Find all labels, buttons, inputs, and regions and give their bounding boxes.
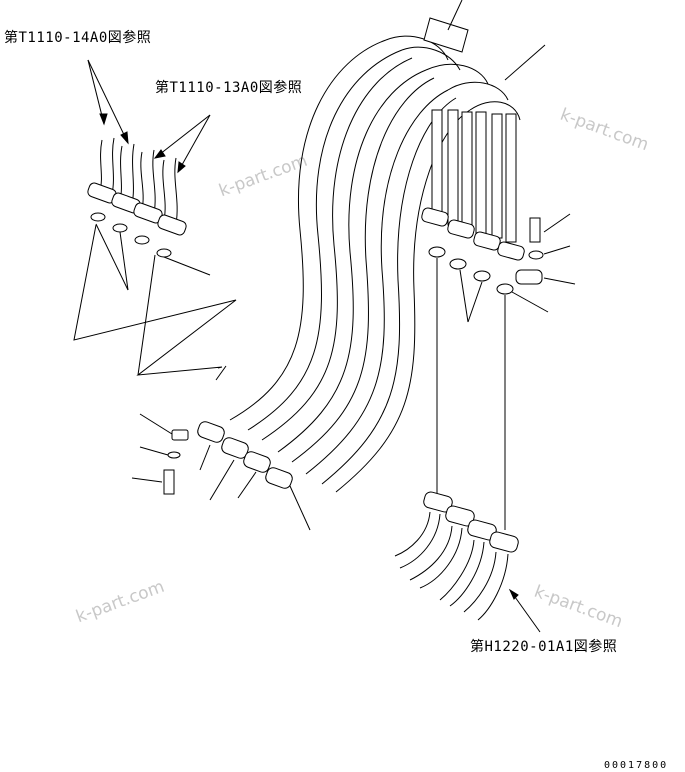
upper-left-fittings — [73, 59, 237, 376]
reference-label-t1110-14a0: 第T1110-14A0図参照 — [4, 30, 152, 46]
drawing-code: 00017800 — [604, 760, 669, 771]
lower-left-fittings — [131, 365, 311, 531]
vertical-hoses — [421, 109, 576, 530]
reference-label-t1110-13a0: 第T1110-13A0図参照 — [155, 80, 303, 96]
lower-right-fittings — [394, 491, 541, 633]
reference-label-h1220-01a1: 第H1220-01A1図参照 — [470, 639, 618, 655]
